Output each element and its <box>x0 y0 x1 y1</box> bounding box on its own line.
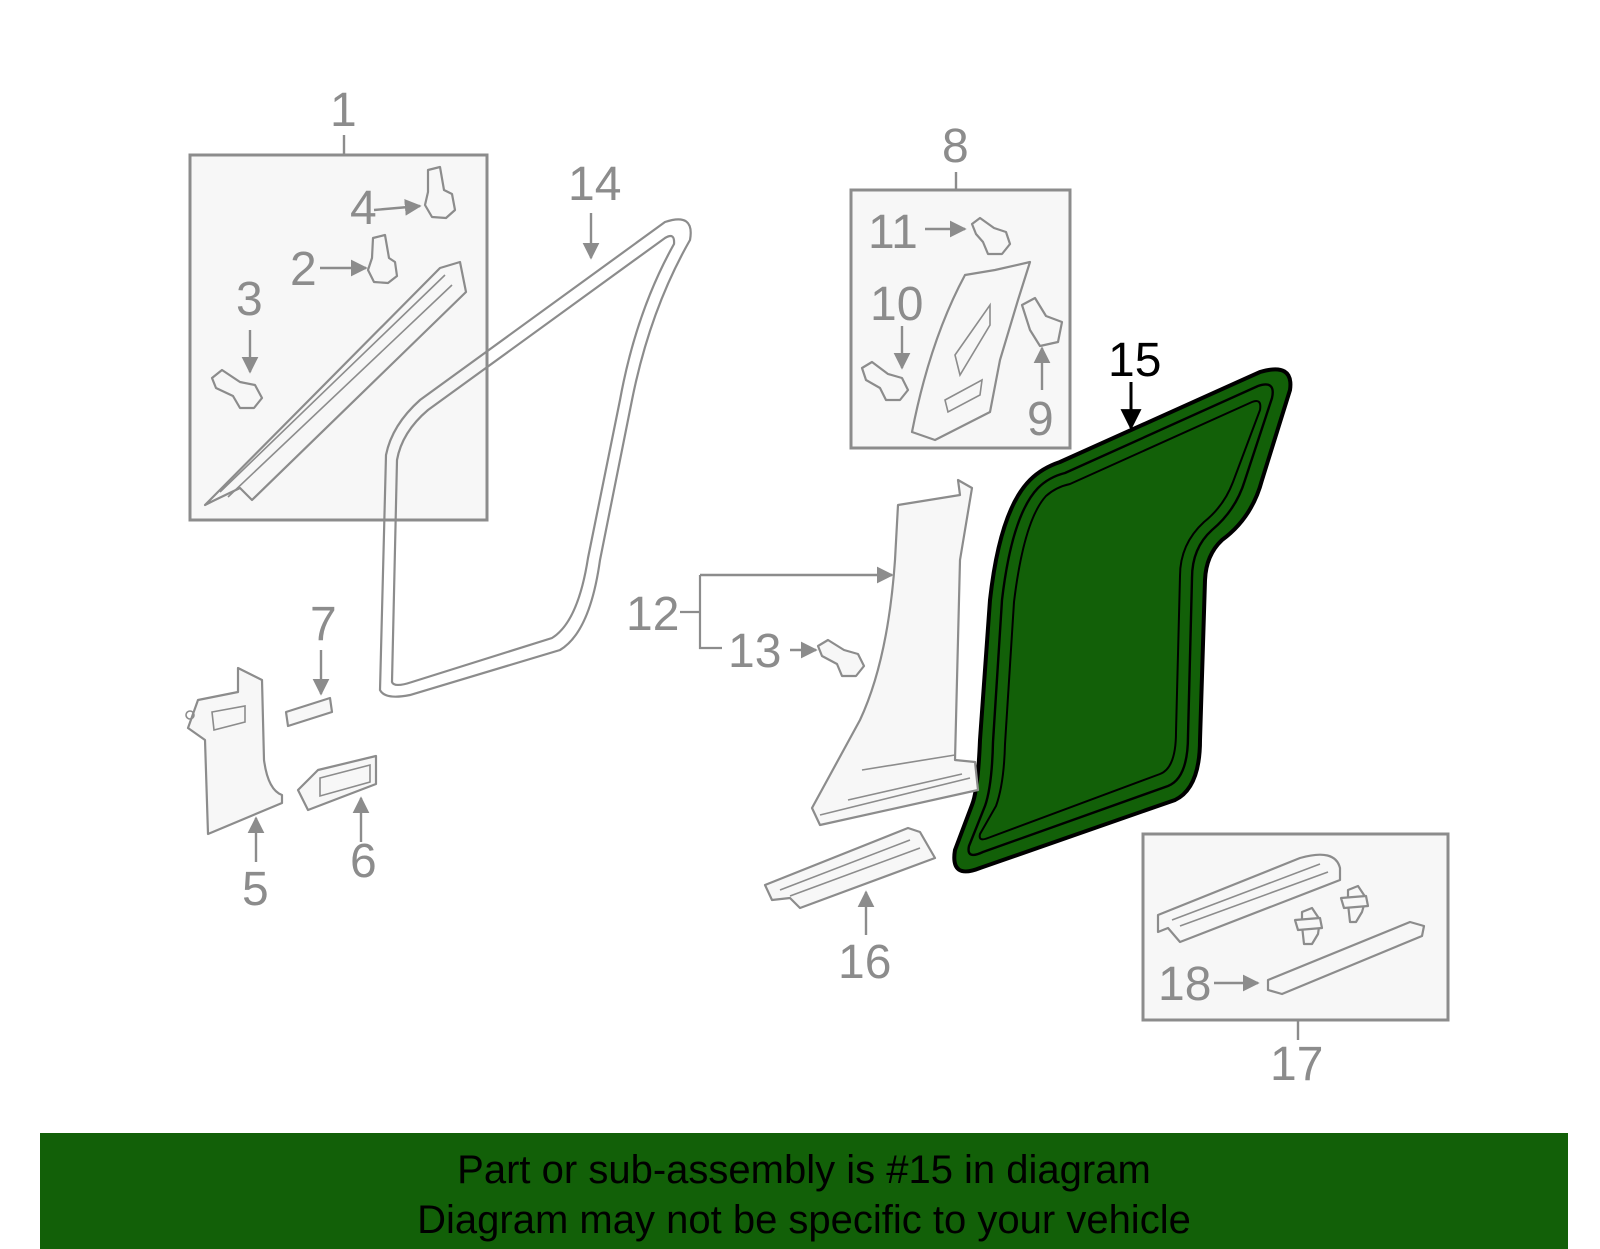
callout-1: 1 <box>330 84 357 137</box>
cover-6-part <box>296 754 378 842</box>
callout-14: 14 <box>568 158 621 211</box>
label-7-part <box>284 650 334 728</box>
callout-18: 18 <box>1158 958 1211 1011</box>
callout-4: 4 <box>350 182 377 235</box>
kick-panel-5 <box>185 666 284 862</box>
bolt-11-icon <box>970 216 1012 256</box>
parts-diagram: 1 2 3 4 5 6 7 8 9 10 11 12 13 14 15 16 1… <box>185 84 1450 1091</box>
bolt-2-icon <box>366 233 399 285</box>
banner-line-1: Part or sub-assembly is #15 in diagram <box>457 1148 1151 1192</box>
callout-15: 15 <box>1108 334 1161 387</box>
door-weatherstrip-15-highlighted <box>952 367 1293 874</box>
bolt-13-icon <box>816 638 866 678</box>
bolt-10-icon <box>860 360 910 402</box>
sill-strip-18-part <box>1266 920 1426 996</box>
callout-2: 2 <box>290 243 317 296</box>
door-weatherstrip-14 <box>378 213 692 698</box>
banner-line-2: Diagram may not be specific to your vehi… <box>417 1198 1191 1242</box>
callout-8: 8 <box>942 120 969 173</box>
b-pillar-lower-trim-part <box>810 478 980 827</box>
callout-5: 5 <box>242 863 269 916</box>
callout-6: 6 <box>350 835 377 888</box>
callout-17: 17 <box>1270 1038 1323 1091</box>
a-pillar-trim-part <box>203 260 468 507</box>
bolt-4-icon <box>423 165 457 220</box>
callout-13: 13 <box>728 625 781 678</box>
bolt-17a-icon <box>1293 906 1324 946</box>
callout-3: 3 <box>236 273 263 326</box>
callout-7: 7 <box>310 598 337 651</box>
bolt-3-icon <box>210 368 264 410</box>
b-pillar-upper-trim-part <box>910 260 1032 442</box>
sill-plate-16 <box>763 826 937 935</box>
clip-9-icon <box>1020 296 1064 348</box>
scuff-plate-part <box>1156 853 1342 944</box>
callout-16: 16 <box>838 936 891 989</box>
callout-12: 12 <box>626 588 679 641</box>
callout-9: 9 <box>1027 393 1054 446</box>
callout-11: 11 <box>868 206 918 259</box>
bolt-17b-icon <box>1339 884 1370 924</box>
info-banner: Part or sub-assembly is #15 in diagram D… <box>40 1133 1568 1249</box>
callout-10: 10 <box>870 278 923 331</box>
